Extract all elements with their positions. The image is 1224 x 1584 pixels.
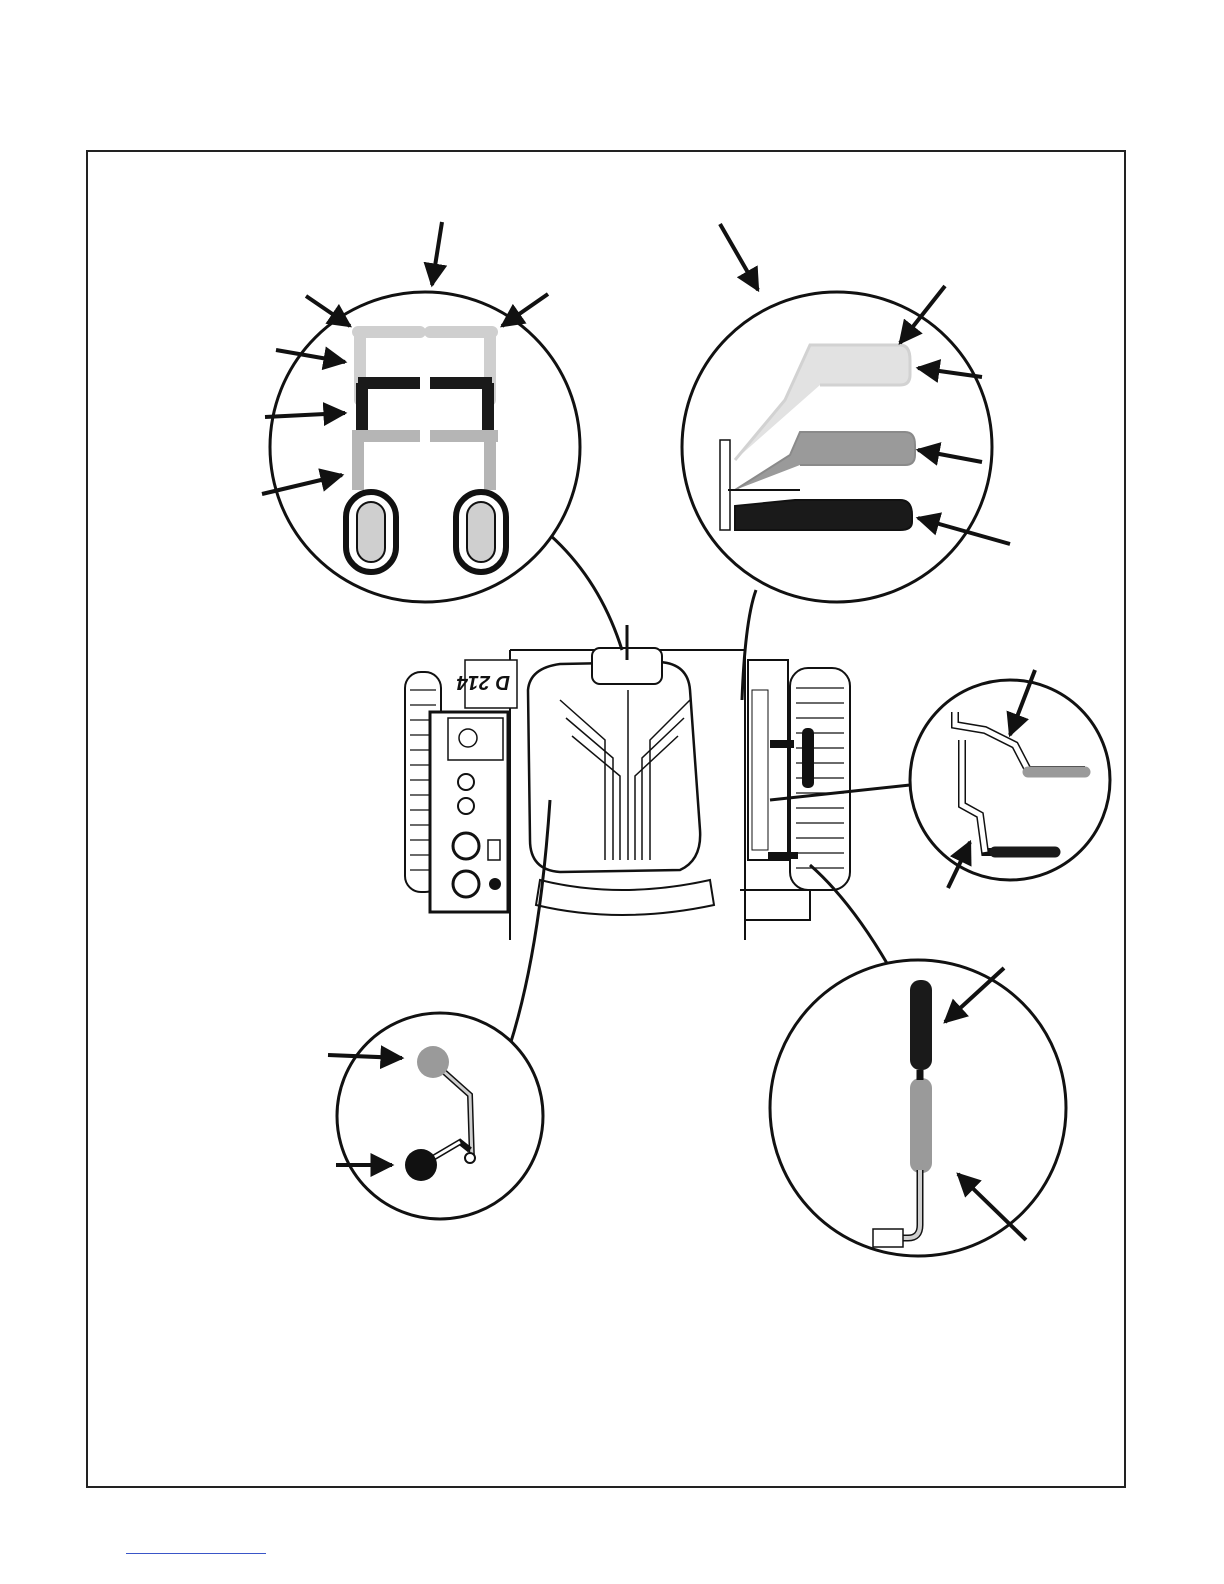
callout-height-adjust-knobs [328, 1013, 543, 1219]
model-badge: D 214 [457, 671, 510, 693]
fast-knob-icon [417, 1046, 449, 1078]
power-outlet-icon [453, 833, 479, 859]
ignition-key-icon [489, 878, 501, 890]
callout-mower-height-lever [910, 670, 1110, 888]
throttle-dial-icon [459, 729, 477, 747]
operator-seat [528, 662, 700, 872]
callout-deck-lift-lever [682, 224, 1010, 602]
power-outlet-icon [453, 871, 479, 897]
height-knob-icon [458, 774, 474, 790]
tractor-top-view: D 214 [405, 625, 850, 940]
height-knob-icon [458, 798, 474, 814]
footer-link-underline [126, 1553, 266, 1554]
right-rear-tire [790, 668, 850, 890]
callout-parking-brake-lever [770, 960, 1066, 1256]
slow-knob-icon [405, 1149, 437, 1181]
callout-throttle-choke [262, 222, 580, 602]
